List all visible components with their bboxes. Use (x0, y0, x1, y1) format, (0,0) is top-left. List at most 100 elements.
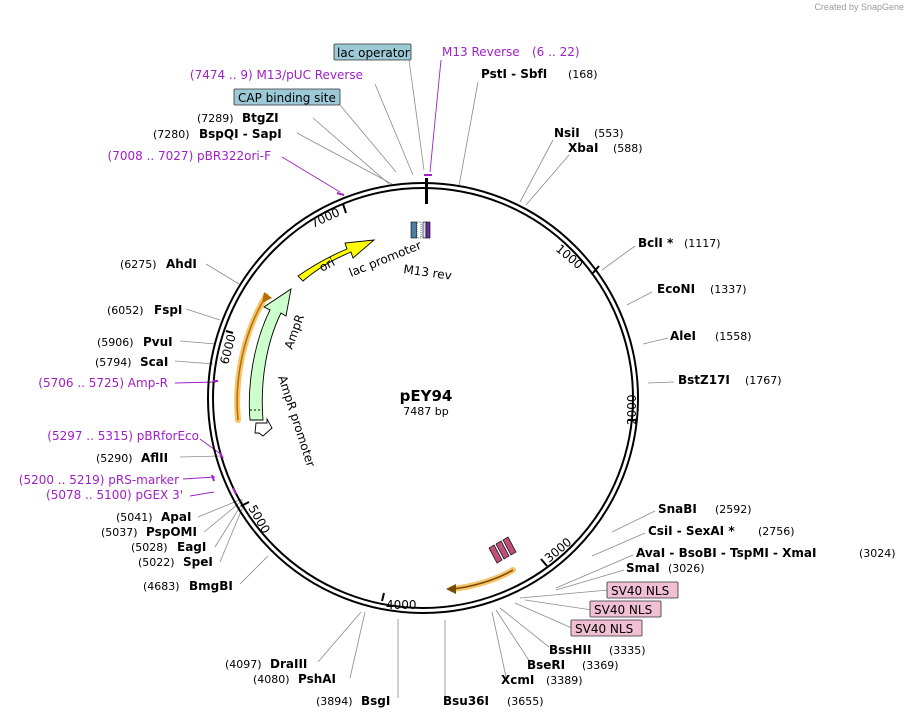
ampr-label: AmpR (282, 313, 307, 351)
primer-lines (174, 59, 442, 497)
site-csii[interactable]: CsiI - SexAI * (2756) (648, 524, 795, 538)
site-pspomi[interactable]: (5037) PspOMI (101, 525, 197, 539)
site-smai[interactable]: SmaI (3026) (626, 561, 705, 575)
origin-marker (425, 178, 428, 204)
svg-text:BclI *: BclI * (638, 236, 674, 250)
svg-text:EcoNI: EcoNI (657, 282, 695, 296)
site-draiii[interactable]: (4097) DraIII (225, 657, 307, 671)
svg-text:BseRI: BseRI (527, 658, 565, 672)
site-xcmi[interactable]: XcmI (3389) (501, 673, 583, 687)
site-xbai[interactable]: XbaI (588) (568, 141, 643, 155)
site-bseri[interactable]: BseRI (3369) (527, 658, 619, 672)
site-bstz17i[interactable]: BstZ17I (1767) (678, 373, 782, 387)
svg-text:(3026): (3026) (668, 562, 705, 575)
ampr-promoter-arrow (254, 417, 273, 437)
primer-m13-puc-reverse[interactable]: (7474 .. 9) M13/pUC Reverse (190, 68, 363, 82)
svg-text:BtgZI: BtgZI (242, 111, 279, 125)
site-pshai[interactable]: (4080) PshAI (253, 672, 336, 686)
lac-operator-box[interactable]: lac operator (333, 43, 412, 61)
svg-text:(3389): (3389) (546, 674, 583, 687)
primer-pgex3[interactable]: (5078 .. 5100) pGEX 3' (46, 488, 183, 502)
sv40-nls-box-1[interactable]: SV40 NLS (606, 581, 679, 599)
site-spei[interactable]: (5022) SpeI (138, 555, 213, 569)
site-bsshii[interactable]: BssHII (3335) (549, 643, 646, 657)
plasmid-length: 7487 bp (403, 405, 448, 418)
svg-text:AhdI: AhdI (166, 257, 197, 271)
svg-text:(2592): (2592) (715, 503, 752, 516)
site-bsgi[interactable]: (3894) BsgI (316, 694, 390, 708)
site-econi[interactable]: EcoNI (1337) (657, 282, 747, 296)
site-scai[interactable]: (5794) ScaI (95, 355, 168, 369)
svg-text:FspI: FspI (154, 303, 182, 317)
svg-text:(1767): (1767) (745, 374, 782, 387)
highlight-arc-left-line (236, 295, 267, 421)
svg-text:SpeI: SpeI (183, 555, 213, 569)
svg-text:(5290): (5290) (96, 452, 133, 465)
primer-amp-r[interactable]: (5706 .. 5725) Amp-R (38, 376, 168, 390)
primer-pbr322ori-f[interactable]: (7008 .. 7027) pBR322ori-F (108, 149, 272, 163)
site-nsii[interactable]: NsiI (553) (554, 126, 624, 140)
svg-text:(1558): (1558) (715, 330, 752, 343)
lac-operator-text: lac operator (337, 46, 410, 60)
svg-text:(5794): (5794) (95, 356, 132, 369)
sv40-nls-text-1: SV40 NLS (611, 584, 669, 598)
backbone-outer (207, 182, 639, 614)
site-bmgbi[interactable]: (4683) BmgBI (143, 579, 233, 593)
svg-text:NsiI: NsiI (554, 126, 580, 140)
svg-text:(4080): (4080) (253, 673, 290, 686)
snapgene-credit: Created by SnapGene (814, 2, 904, 12)
tick-2000: 2000 (625, 394, 639, 425)
m13-rev-mark (425, 221, 431, 239)
ori-arrow (297, 239, 376, 282)
svg-text:EagI: EagI (177, 540, 206, 554)
svg-text:(7289): (7289) (197, 112, 234, 125)
svg-text:(7280): (7280) (153, 128, 190, 141)
site-alei[interactable]: AleI (1558) (670, 329, 752, 343)
svg-text:AleI: AleI (670, 329, 696, 343)
site-sapi[interactable]: (7280) BspQI - SapI (153, 127, 282, 141)
plasmid-name: pEY94 (400, 387, 453, 405)
site-pvui[interactable]: (5906) PvuI (97, 335, 173, 349)
site-avai[interactable]: AvaI - BsoBI - TspMI - XmaI (3024) (636, 546, 896, 560)
site-apai[interactable]: (5041) ApaI (116, 510, 191, 524)
highlight-arrowhead-left (262, 292, 272, 303)
primer-prs-marker[interactable]: (5200 .. 5219) pRS-marker (19, 473, 179, 487)
site-bcli[interactable]: BclI * (1117) (638, 236, 721, 250)
site-ahdi[interactable]: (6275) AhdI (120, 257, 197, 271)
svg-text:(1337): (1337) (710, 283, 747, 296)
lac-promoter-mark (422, 221, 427, 239)
tick-6000: 6000 (217, 333, 238, 366)
site-btgzi[interactable]: (7289) BtgZI (197, 111, 279, 125)
highlight-arc-bottom (449, 567, 516, 592)
site-psti[interactable]: PstI - SbfI (168) (481, 67, 598, 81)
svg-text:BmgBI: BmgBI (189, 579, 233, 593)
svg-text:(3335): (3335) (609, 644, 646, 657)
sv40-nls-text-2: SV40 NLS (594, 603, 652, 617)
svg-text:(5041): (5041) (116, 511, 153, 524)
site-bsu36i[interactable]: Bsu36I (3655) (443, 694, 544, 708)
svg-text:(168): (168) (568, 68, 598, 81)
svg-text:(553): (553) (594, 127, 624, 140)
svg-text:(1117): (1117) (684, 237, 721, 250)
sv40-nls-box-2[interactable]: SV40 NLS (589, 600, 662, 618)
site-aflii[interactable]: (5290) AflII (96, 451, 168, 465)
cap-binding-site-text: CAP binding site (238, 91, 336, 105)
ruler-ticks (225, 203, 636, 602)
tick-3000: 3000 (542, 535, 574, 565)
svg-text:BssHII: BssHII (549, 643, 591, 657)
ori-label: ori (317, 255, 337, 275)
site-eagi[interactable]: (5028) EagI (131, 540, 206, 554)
primer-pbrforeco[interactable]: (5297 .. 5315) pBRforEco (47, 429, 199, 443)
sv40-nls-box-3[interactable]: SV40 NLS (570, 619, 643, 637)
svg-text:ScaI: ScaI (140, 355, 168, 369)
svg-text:(6275): (6275) (120, 258, 157, 271)
svg-text:BspQI - SapI: BspQI - SapI (199, 127, 282, 141)
primer-m13-reverse[interactable]: M13 Reverse (442, 45, 520, 59)
cap-binding-site-box[interactable]: CAP binding site (233, 88, 341, 106)
nls-markers (488, 536, 517, 564)
site-fspi[interactable]: (6052) FspI (107, 303, 182, 317)
site-snabi[interactable]: SnaBI (2592) (658, 502, 752, 516)
svg-text:(5037): (5037) (101, 526, 138, 539)
tick-7000: 7000 (308, 205, 342, 231)
backbone-inner (212, 187, 634, 609)
